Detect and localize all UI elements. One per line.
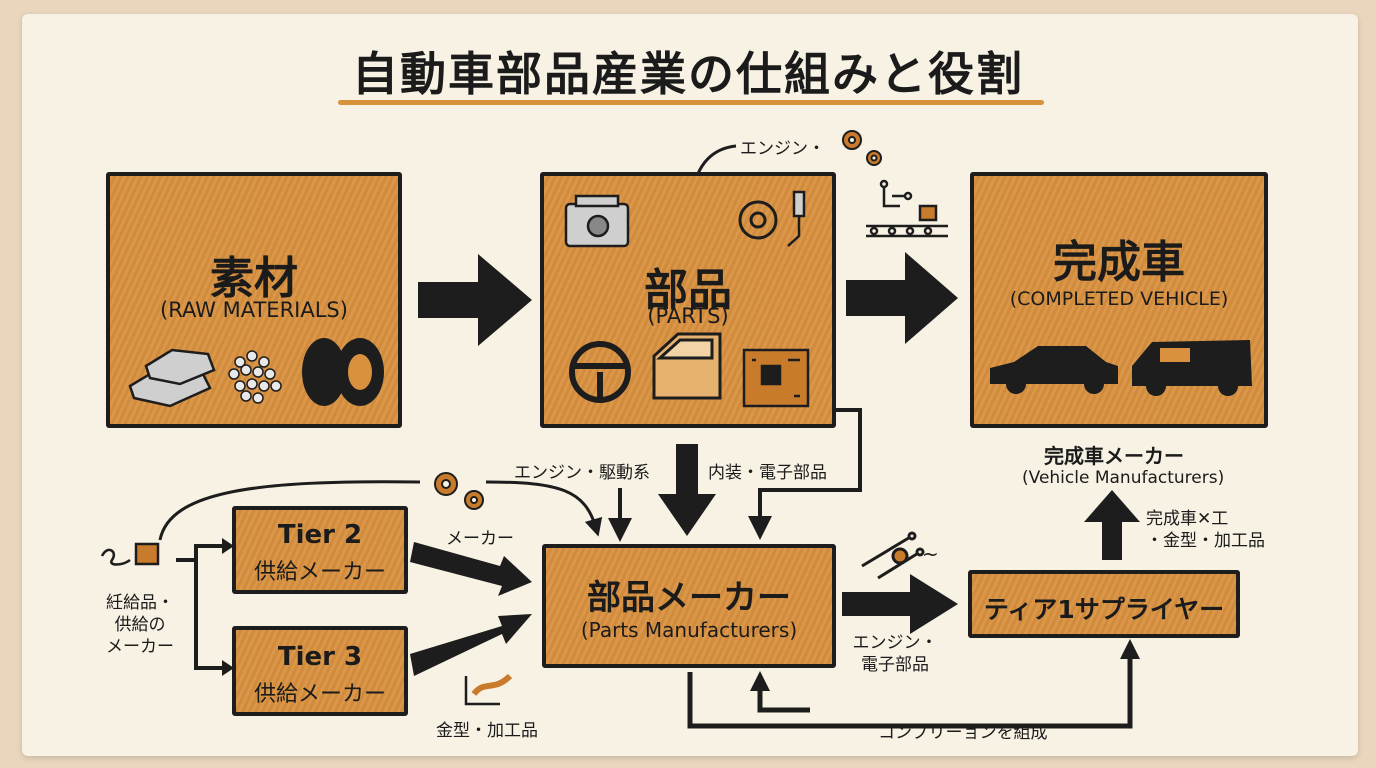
- vehicle-title: 完成車: [1053, 237, 1185, 288]
- spark-plug-icon: [787, 190, 806, 247]
- arrow-parts-to-maker: [658, 444, 716, 536]
- box-tier2: Tier 2 供給メーカー: [232, 506, 408, 594]
- box-parts-manufacturers: 部品メーカー (Parts Manufacturers): [542, 544, 836, 668]
- gears-icon: [434, 472, 484, 510]
- tier1-title: ティア1サプライヤー: [983, 595, 1225, 624]
- raw-icons: [128, 338, 384, 408]
- arrow-tier3-to-maker: [410, 614, 532, 676]
- car-door-icon: [652, 332, 722, 400]
- label-vehicle-processing: 完成車✕工 ・金型・加工品: [1146, 508, 1286, 552]
- raw-materials-subtitle: (RAW MATERIALS): [160, 298, 348, 322]
- title-underline: [338, 100, 1044, 105]
- line-gears-to-maker: [485, 480, 603, 537]
- bracket-supply: [194, 544, 222, 670]
- box-tier3: Tier 3 供給メーカー: [232, 626, 408, 716]
- box-tier1-supplier: ティア1サプライヤー: [968, 570, 1240, 638]
- supply-line2: 供給の: [114, 615, 166, 635]
- arrow-tier1-to-vehicle: [1084, 490, 1140, 560]
- arrow-parts-to-vehicle: [846, 252, 958, 344]
- label-tilde: ~: [922, 542, 939, 566]
- sedan-icon: [990, 346, 1118, 394]
- parts-icons: [564, 190, 810, 408]
- tools-icon: [861, 531, 925, 580]
- line-bottom-loop: [687, 639, 1140, 729]
- label-supply-makers: 紝給品・ 供給の メーカー: [90, 592, 190, 658]
- arrow-tier2-to-maker: [410, 542, 532, 596]
- line-interior: [748, 408, 862, 540]
- label-bottom-loop: コンプリーョンを組成: [878, 723, 1048, 743]
- tire-icon: [302, 338, 384, 406]
- gear-icon: [738, 200, 778, 240]
- vehicle-icons: [990, 340, 1252, 396]
- steering-wheel-icon: [569, 341, 631, 403]
- label-mold-processed: 金型・加工品: [436, 721, 538, 741]
- label-engine-electronics: エンジン・ 電子部品: [840, 632, 950, 676]
- page-title: 自動車部品産業の仕組みと役割: [352, 47, 1024, 101]
- parts-title: 部品: [644, 265, 732, 316]
- box-raw-materials: 素材 (RAW MATERIALS): [106, 172, 402, 428]
- label-engine-drive: エンジン・駆動系: [514, 463, 650, 483]
- gear-icon: [842, 130, 882, 166]
- circuit-board-icon: [742, 348, 810, 408]
- arrow-raw-to-parts: [418, 254, 532, 346]
- maker-subtitle: (Parts Manufacturers): [580, 618, 798, 642]
- label-interior-electronics: 内装・電子部品: [708, 463, 827, 483]
- maker-title: 部品メーカー: [587, 578, 791, 618]
- tier3-line1: Tier 3: [277, 642, 363, 672]
- label-vehicle-maker: 完成車メーカー: [1044, 444, 1184, 468]
- supply-line1: 紝給品・: [106, 593, 174, 613]
- parts-subtitle: (PARTS): [647, 304, 729, 328]
- box-completed-vehicle: 完成車 (COMPLETED VEHICLE): [970, 172, 1268, 428]
- tier2-line2: 供給メーカー: [253, 560, 386, 585]
- supply-box-icon: [100, 542, 160, 566]
- label-vehicle-maker-en: (Vehicle Manufacturers): [1022, 468, 1225, 488]
- engine-elec-line2: 電子部品: [861, 655, 929, 675]
- label-maker-gears: メーカー: [446, 529, 514, 549]
- tier3-line2: 供給メーカー: [253, 682, 386, 707]
- engine-elec-line1: エンジン・: [852, 633, 938, 653]
- label-engine-top: エンジン・: [740, 139, 825, 159]
- engine-icon: [564, 194, 630, 248]
- arrow-maker-to-tier1: [842, 574, 958, 634]
- vehicle-subtitle: (COMPLETED VEHICLE): [1009, 288, 1229, 310]
- tier2-line1: Tier 2: [277, 520, 363, 550]
- vehicle-processing-line2: ・金型・加工品: [1146, 531, 1265, 551]
- chart-icon: [464, 673, 513, 706]
- raw-materials-title: 素材: [210, 253, 298, 304]
- vehicle-processing-line1: 完成車✕工: [1146, 509, 1229, 529]
- pellets-icon: [228, 350, 282, 404]
- box-parts: 部品 (PARTS): [540, 172, 836, 428]
- van-icon: [1132, 340, 1252, 396]
- line-supply-curve: [158, 480, 421, 541]
- metal-ingot-icon: [128, 348, 216, 408]
- conveyor-icon: [866, 179, 948, 238]
- supply-line3: メーカー: [106, 637, 174, 657]
